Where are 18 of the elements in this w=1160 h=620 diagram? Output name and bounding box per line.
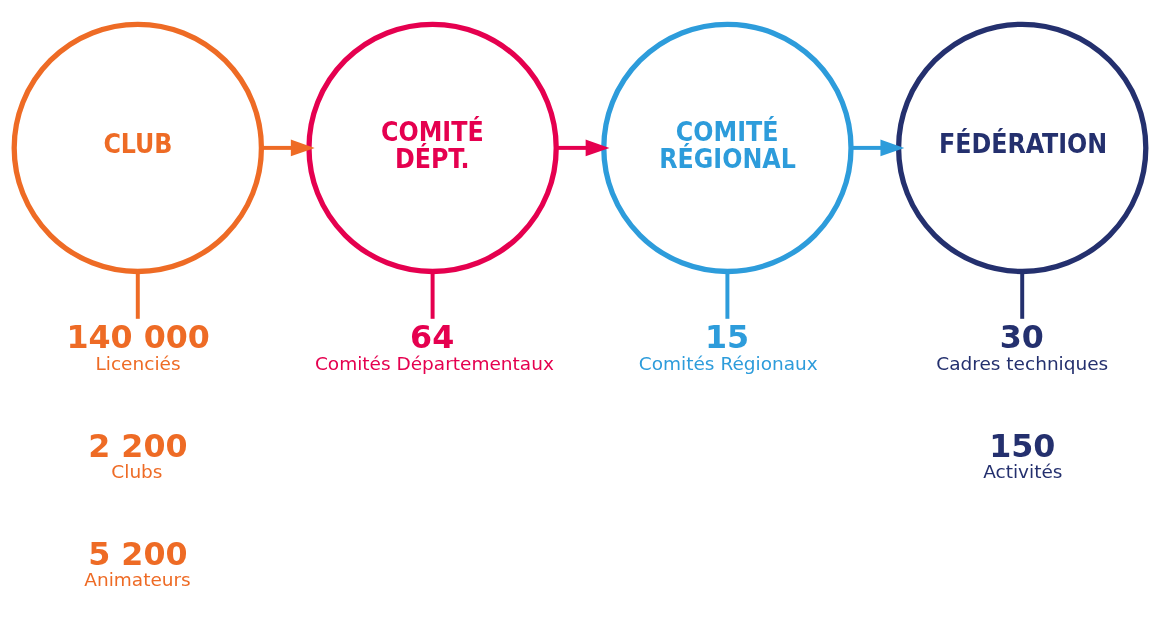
- node-text: 140 000 Licenciés: [66, 318, 210, 374]
- connector: [725, 271, 730, 319]
- node-text: 5 200 Animateurs: [84, 535, 191, 590]
- node-text: 64 Comités Départementaux: [314, 318, 554, 374]
- node-text: 150 Activités: [983, 427, 1063, 482]
- node-circle: CLUB: [11, 21, 265, 274]
- arrow: [261, 139, 315, 156]
- node-text: 15 Comités Régionaux: [638, 318, 818, 374]
- connector: [1020, 271, 1025, 319]
- node-circle: COMITÉ RÉGIONAL: [601, 21, 854, 274]
- arrow: [851, 139, 905, 156]
- connector: [430, 271, 435, 319]
- node-text: 2 200 Clubs: [88, 427, 188, 482]
- node-circle: COMITÉ DÉPT.: [306, 21, 559, 274]
- node-text: 30 Cadres techniques: [936, 318, 1109, 374]
- node-circle: FÉDÉRATION: [895, 21, 1149, 274]
- connector: [135, 271, 140, 319]
- arrow: [556, 139, 610, 156]
